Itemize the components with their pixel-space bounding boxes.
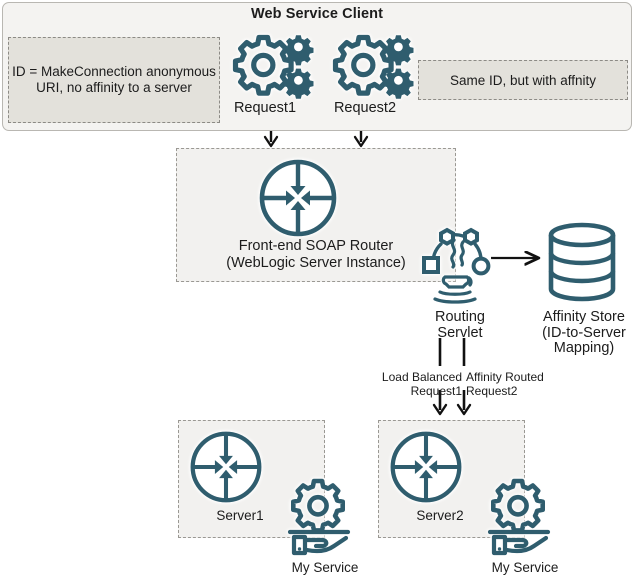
soap-router-label: Front-end SOAP Router (WebLogic Server I… [226, 238, 406, 271]
database-icon [548, 222, 616, 302]
note-no-affinity: ID = MakeConnection anonymous URI, no af… [8, 37, 220, 123]
request2-label: Request2 [333, 100, 397, 116]
router-icon [390, 431, 462, 503]
server1-label: Server1 [216, 508, 264, 523]
router-icon [190, 431, 262, 503]
affinity-store-label: Affinity Store (ID-to-Server Mapping) [542, 309, 626, 356]
gear-on-hand-icon [287, 478, 351, 556]
gears-icon [232, 34, 314, 99]
java-network-icon [422, 227, 491, 304]
my-service-label: My Service [291, 560, 359, 575]
server2-label: Server2 [416, 508, 464, 523]
routing-servlet-label: Routing Servlet [435, 309, 485, 341]
web-service-client-title: Web Service Client [250, 6, 384, 22]
gears-icon [332, 34, 414, 99]
note-same-id-affinity: Same ID, but with affnity [418, 60, 628, 100]
my-service-label: My Service [491, 560, 559, 575]
request1-label: Request1 [233, 100, 297, 116]
affinity-routed-request-label: Affinity Routed Request2 [466, 370, 544, 398]
router-icon [259, 159, 337, 237]
load-balanced-request-label: Load Balanced Request1 [381, 370, 462, 398]
gear-on-hand-icon [487, 478, 551, 556]
